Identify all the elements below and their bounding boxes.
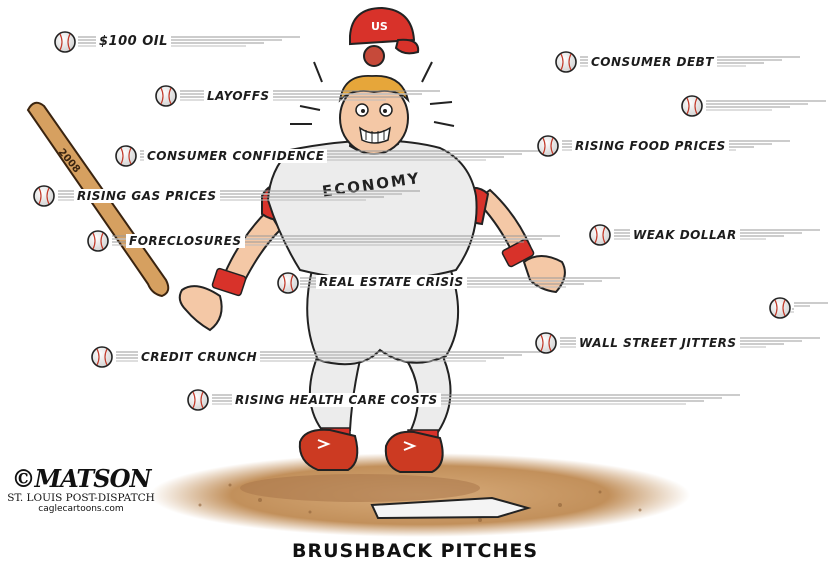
cartoon-caption: BRUSHBACK PITCHES [291,540,539,562]
cleats [298,428,444,473]
pitch-label-weak-dollar: WEAK DOLLAR [630,228,740,242]
artist-signature: ©MATSON [11,464,152,493]
syndicate-site: caglecartoons.com [38,504,124,514]
baseball [537,135,559,157]
pitch-label-consumer-confidence: CONSUMER CONFIDENCE [144,149,328,163]
pitch-label-food-prices: RISING FOOD PRICES [572,139,729,153]
baseball [54,31,76,53]
baseball [155,85,177,107]
baseball [555,51,577,73]
helmet: US [349,6,420,67]
baseball [187,389,209,411]
pitch-label-foreclosures: FORECLOSURES [126,234,245,248]
pitch-label-health-care: RISING HEALTH CARE COSTS [232,393,441,407]
speed-lines [706,100,826,111]
pitch-label-oil: $100 OIL [96,35,171,49]
newspaper-name: ST. LOUIS POST-DISPATCH [7,492,155,504]
infield-dirt [150,453,690,537]
pitch-label-layoffs: LAYOFFS [204,89,273,103]
pitch-label-consumer-debt: CONSUMER DEBT [588,55,717,69]
baseball [535,332,557,354]
baseball [33,185,55,207]
pitch-label-real-estate: REAL ESTATE CRISIS [316,275,467,289]
baseballs [33,31,791,411]
baseball [277,272,299,294]
helmet-text: US [371,20,388,33]
home-plate [370,496,532,520]
pitch-label-gas-prices: RISING GAS PRICES [74,189,220,203]
baseball [87,230,109,252]
pitch-label-credit-crunch: CREDIT CRUNCH [138,350,261,364]
player-economy: ECONOMY [178,61,566,473]
baseball [589,224,611,246]
baseball [91,346,113,368]
artist-credit: ©MATSON ST. LOUIS POST-DISPATCH caglecar… [6,464,156,515]
baseball [769,297,791,319]
baseball [681,95,703,117]
pitch-label-wall-street: WALL STREET JITTERS [576,336,740,350]
baseball [115,145,137,167]
